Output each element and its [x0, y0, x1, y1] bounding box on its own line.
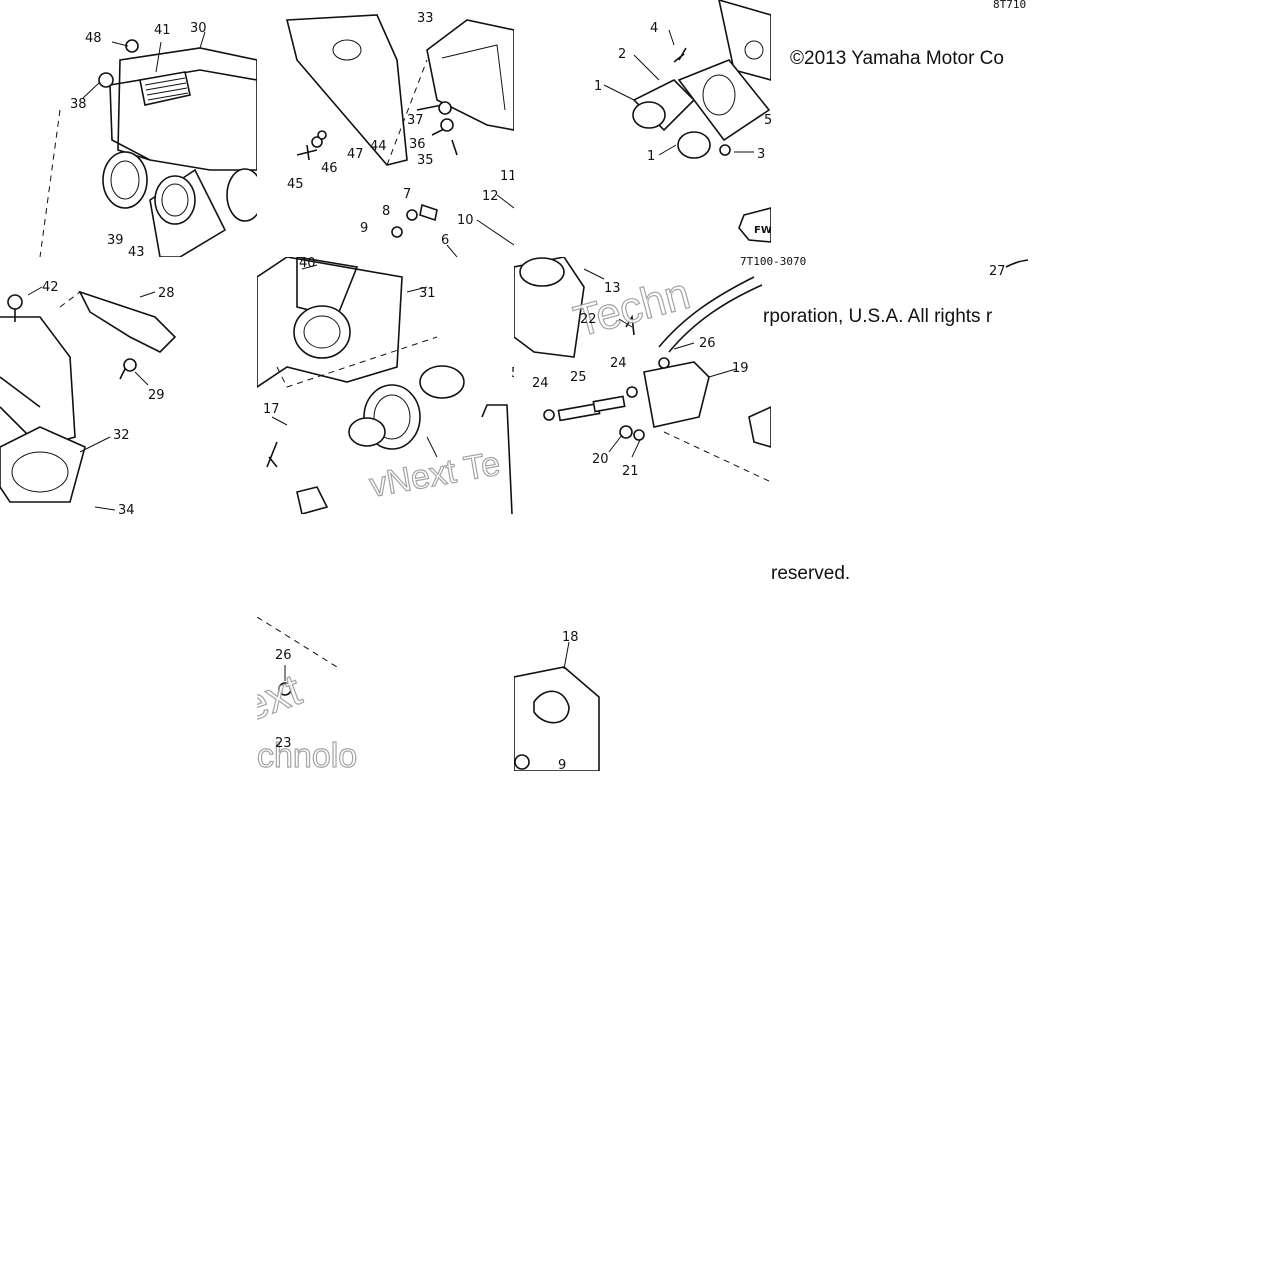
copyright-line-2: rporation, U.S.A. All rights r: [763, 306, 993, 327]
svg-text:22: 22: [580, 312, 597, 327]
svg-text:Techn: Techn: [569, 269, 695, 347]
svg-text:chnolo: chnolo: [257, 737, 357, 771]
svg-text:17: 17: [263, 402, 280, 417]
svg-text:20: 20: [592, 452, 609, 467]
svg-text:43: 43: [128, 245, 145, 257]
svg-text:5: 5: [511, 366, 514, 381]
svg-text:31: 31: [419, 286, 436, 301]
svg-text:1: 1: [594, 79, 602, 94]
svg-text:11: 11: [500, 169, 514, 184]
svg-text:35: 35: [417, 153, 434, 168]
airbox-lower-drawing: 42 28 29 32 34: [0, 280, 177, 514]
svg-text:39: 39: [107, 233, 124, 248]
svg-text:37: 37: [407, 113, 424, 128]
callout-labels: 27: [989, 264, 1006, 279]
diagram-tile-airbox: 48 41 30 38 39 43: [0, 0, 257, 257]
svg-text:30: 30: [190, 21, 207, 36]
svg-text:32: 32: [113, 428, 130, 443]
diagram-tile-intake: vNext Te 40 31 17 5: [257, 257, 514, 514]
svg-text:5: 5: [764, 113, 771, 128]
svg-text:18: 18: [562, 630, 579, 645]
svg-text:34: 34: [118, 503, 135, 514]
svg-text:3: 3: [757, 147, 765, 162]
svg-text:ext: ext: [257, 665, 308, 731]
svg-text:29: 29: [148, 388, 165, 403]
svg-text:FW: FW: [754, 225, 771, 236]
svg-text:24: 24: [532, 376, 549, 391]
svg-text:47: 47: [347, 147, 364, 162]
callout-labels: 18 9: [558, 630, 579, 771]
diagram-tile-bracket: 18 9: [514, 617, 604, 771]
svg-text:19: 19: [732, 361, 749, 376]
cover-drawing: 33 37 36 35 44 47 46 45 7 8 9 6 10 12 11: [285, 11, 514, 257]
svg-text:38: 38: [70, 97, 87, 112]
svg-text:40: 40: [299, 257, 316, 271]
svg-text:10: 10: [457, 213, 474, 228]
callout-labels: 4 2 1 1 3 5: [594, 21, 771, 164]
svg-text:7: 7: [403, 187, 411, 202]
svg-text:24: 24: [610, 356, 627, 371]
svg-text:36: 36: [409, 137, 426, 152]
callout-labels: 42 28 29 32 34: [42, 280, 175, 514]
breather-drawing: Techn 13 22 26 24 24 25 19 20 21: [514, 257, 771, 483]
svg-text:9: 9: [558, 758, 566, 771]
svg-text:33: 33: [417, 11, 434, 26]
airbox-drawing: 48 41 30 38 39 43: [39, 21, 257, 257]
svg-text:1: 1: [647, 149, 655, 164]
fragment-drawing: 27: [989, 259, 1028, 279]
diagram-tile-breather: Techn 13 22 26 24 24 25 19 20 21: [514, 257, 771, 514]
copyright-line-1: ©2013 Yamaha Motor Co: [790, 48, 1004, 69]
svg-text:44: 44: [370, 139, 387, 154]
diagram-tile-airbox-lower: 42 28 29 32 34: [0, 257, 257, 514]
svg-text:4: 4: [650, 21, 658, 36]
svg-text:9: 9: [360, 221, 368, 236]
svg-text:13: 13: [604, 281, 621, 296]
svg-text:48: 48: [85, 31, 102, 46]
diagram-tile-joints: FW 4 2 1 1 3 5: [514, 0, 771, 257]
copyright-line-3: reserved.: [771, 563, 851, 584]
diagram-tile-fragment: 27: [771, 257, 1028, 514]
callout-labels: 13 22 26 24 24 25 19 20 21: [532, 281, 749, 479]
callout-labels: 48 41 30 38 39 43: [70, 21, 207, 257]
svg-text:25: 25: [570, 370, 587, 385]
callout-labels: 40 31 17 5: [263, 257, 514, 417]
joints-drawing: FW 4 2 1 1 3 5: [594, 0, 771, 243]
svg-text:23: 23: [275, 736, 292, 751]
svg-text:27: 27: [989, 264, 1006, 279]
callout-labels: 33 37 36 35 44 47 46 45 7 8 9 6 10 12 11: [287, 11, 514, 248]
svg-text:26: 26: [699, 336, 716, 351]
drawing-code-mid: 7T100-3070: [740, 255, 807, 268]
svg-text:45: 45: [287, 177, 304, 192]
drawing-code-top: 8T710: [993, 0, 1027, 11]
svg-text:8: 8: [382, 204, 390, 219]
diagram-tile-fragment-left: ext chnolo 26 23: [257, 617, 360, 771]
svg-text:12: 12: [482, 189, 499, 204]
svg-text:2: 2: [618, 47, 626, 62]
svg-text:6: 6: [441, 233, 449, 248]
fragment-left-drawing: ext chnolo 26 23: [257, 617, 358, 771]
callout-labels: 26 23: [275, 648, 292, 751]
svg-text:26: 26: [275, 648, 292, 663]
intake-drawing: vNext Te 40 31 17 5: [257, 257, 514, 514]
svg-text:42: 42: [42, 280, 59, 295]
svg-text:28: 28: [158, 286, 175, 301]
bracket-drawing: 18 9: [514, 630, 600, 771]
svg-text:41: 41: [154, 23, 171, 38]
svg-text:21: 21: [622, 464, 639, 479]
svg-text:46: 46: [321, 161, 338, 176]
diagram-tile-cover: 33 37 36 35 44 47 46 45 7 8 9 6 10 12 11: [257, 0, 514, 257]
